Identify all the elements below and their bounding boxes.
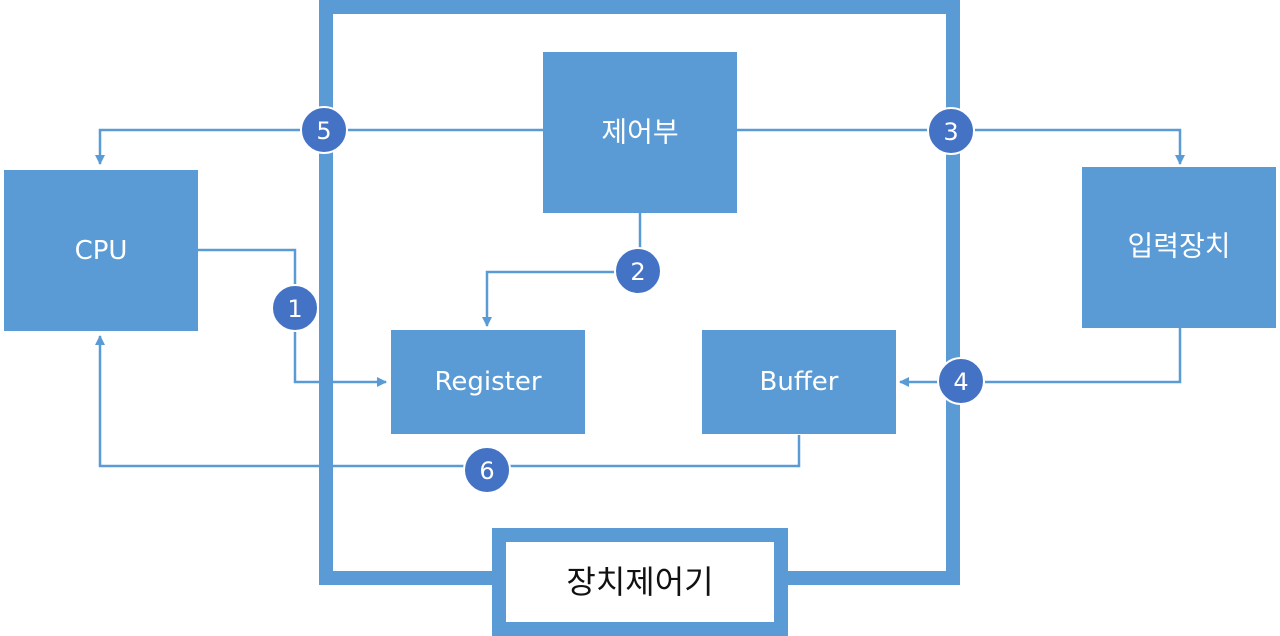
step-badge-4: 4: [937, 357, 985, 405]
input-device-label: 입력장치: [1127, 230, 1230, 263]
step-badge-2: 2: [614, 247, 662, 295]
step-number-5: 5: [316, 117, 331, 145]
cpu-block: CPU: [4, 170, 198, 331]
step-badge-5: 5: [300, 106, 348, 154]
arrow-buffer-to-cpu: [95, 335, 801, 468]
arrow-control-to-cpu: [95, 128, 543, 165]
control-unit-label: 제어부: [601, 116, 678, 149]
step-number-1: 1: [287, 295, 302, 323]
step-number-3: 3: [943, 118, 958, 146]
step-badge-6: 6: [463, 446, 511, 494]
cpu-label: CPU: [75, 236, 128, 266]
arrow-control-to-input-device: [737, 128, 1185, 165]
register-label: Register: [434, 367, 541, 397]
arrow-input-device-to-buffer: [899, 328, 1182, 387]
buffer-block: Buffer: [702, 330, 896, 434]
buffer-label: Buffer: [760, 367, 839, 397]
arrow-control-to-register: [482, 213, 642, 327]
control-unit-block: 제어부: [543, 52, 737, 213]
step-badge-3: 3: [927, 107, 975, 155]
device-controller-title-box: 장치제어기: [492, 528, 788, 636]
step-number-6: 6: [479, 457, 494, 485]
step-number-2: 2: [630, 258, 645, 286]
step-badge-1: 1: [271, 284, 319, 332]
device-controller-title: 장치제어기: [566, 563, 713, 601]
input-device-block: 입력장치: [1082, 167, 1276, 328]
register-block: Register: [391, 330, 585, 434]
step-number-4: 4: [953, 368, 968, 396]
